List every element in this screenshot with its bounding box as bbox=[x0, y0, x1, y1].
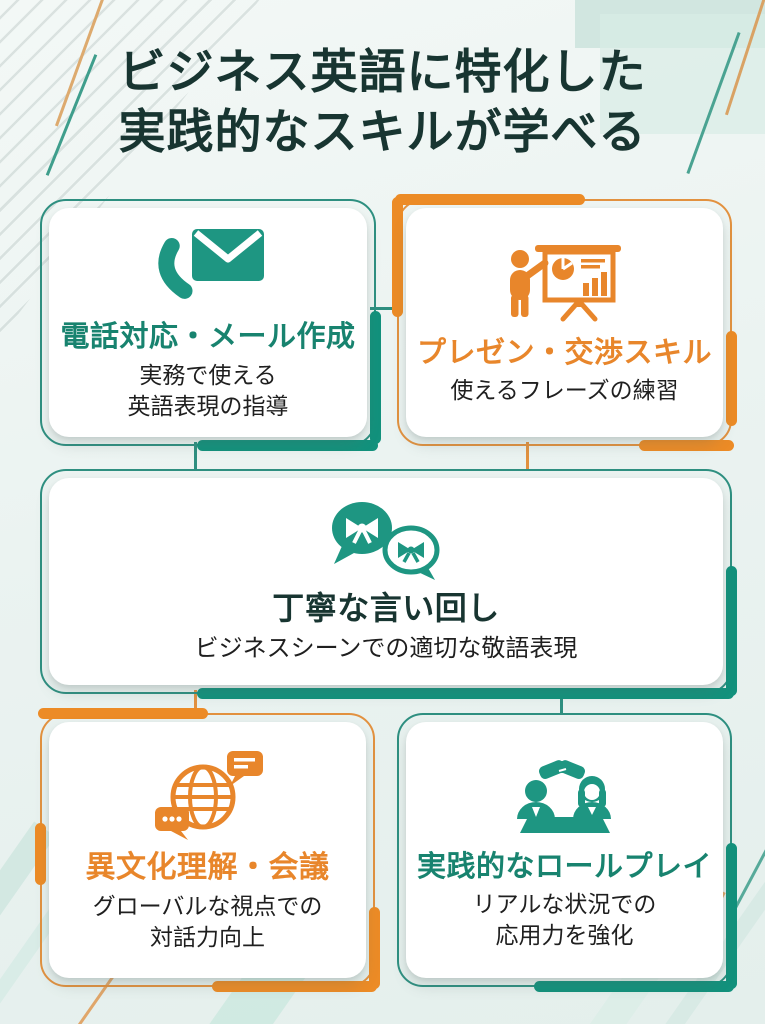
accent-bar bbox=[35, 823, 46, 885]
connector-vertical-left-1 bbox=[194, 442, 197, 470]
card-title: 実践的なロールプレイ bbox=[416, 850, 712, 883]
card-polite-phrasing: 丁寧な言い回し ビジネスシーンでの適切な敬語表現 bbox=[40, 469, 737, 699]
presentation-icon bbox=[499, 239, 631, 331]
accent-bar bbox=[197, 688, 734, 699]
card-subtitle: 実務で使える 英語表現の指導 bbox=[127, 361, 289, 419]
accent-bar bbox=[726, 843, 737, 989]
connector-vertical-right-1 bbox=[526, 442, 529, 470]
title-line-2: 実践的なスキルが学べる bbox=[118, 104, 647, 158]
card-title: プレゼン・交渉スキル bbox=[416, 336, 712, 369]
card-phone-email: 電話対応・メール作成 実務で使える 英語表現の指導 bbox=[40, 199, 381, 451]
accent-bar bbox=[197, 440, 378, 451]
accent-bar bbox=[38, 708, 208, 719]
connector-vertical-left-2 bbox=[194, 690, 197, 714]
accent-bar bbox=[726, 566, 737, 696]
card-title: 丁寧な言い回し bbox=[272, 590, 500, 627]
accent-bar bbox=[212, 981, 377, 992]
card-roleplay: 実践的なロールプレイ リアルな状況での 応用力を強化 bbox=[397, 713, 737, 992]
card-title: 電話対応・メール作成 bbox=[60, 321, 356, 354]
accent-bar bbox=[534, 981, 734, 992]
card-title: 異文化理解・会議 bbox=[85, 850, 330, 884]
accent-bar bbox=[726, 331, 737, 426]
card-subtitle: 使えるフレーズの練習 bbox=[450, 377, 679, 404]
card-presentation: プレゼン・交渉スキル 使えるフレーズの練習 bbox=[392, 194, 737, 451]
title-line-1: ビジネス英語に特化した bbox=[118, 45, 647, 98]
phone-mail-icon bbox=[142, 223, 274, 315]
globe-chat-icon bbox=[143, 747, 273, 845]
connector-horizontal-top bbox=[370, 307, 399, 310]
card-culture-meeting: 異文化理解・会議 グローバルな視点での 対話力向上 bbox=[35, 708, 380, 992]
connector-vertical-right-2 bbox=[560, 690, 563, 714]
card-subtitle: リアルな状況での 応用力を強化 bbox=[472, 891, 657, 949]
card-subtitle: ビジネスシーンでの適切な敬語表現 bbox=[194, 634, 578, 662]
accent-bar bbox=[639, 440, 734, 451]
chat-bubbles-bow-icon bbox=[322, 498, 450, 584]
accent-bar bbox=[392, 197, 403, 317]
card-subtitle: グローバルな視点での 対話力向上 bbox=[92, 892, 323, 950]
accent-bar bbox=[369, 907, 380, 989]
accent-bar bbox=[370, 311, 381, 444]
page-title: ビジネス英語に特化した 実践的なスキルが学べる bbox=[0, 42, 765, 161]
mint-rect-top-right-1 bbox=[575, 0, 765, 48]
handshake-roleplay-icon bbox=[500, 749, 630, 845]
accent-bar bbox=[395, 194, 585, 205]
